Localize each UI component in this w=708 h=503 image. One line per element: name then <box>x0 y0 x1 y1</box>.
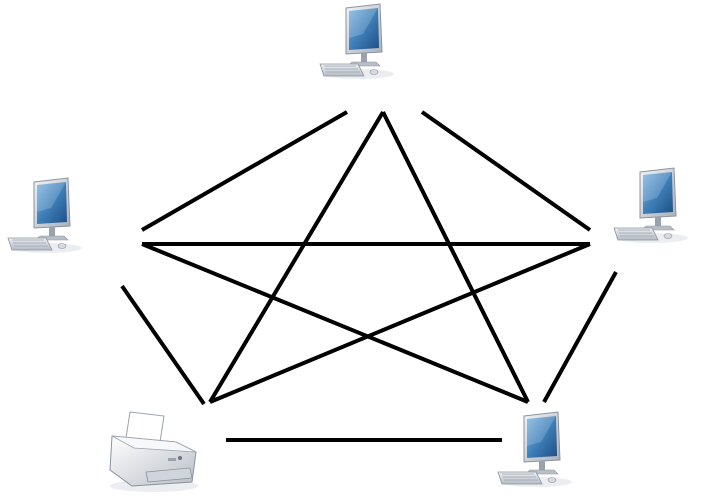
printer-bottom-left-printer-icon <box>110 412 198 492</box>
links-layer <box>122 112 616 440</box>
link-pc-right-to-pc-bottom-right <box>544 272 616 402</box>
link-pc-right-to-printer-bottom-left <box>210 244 590 402</box>
link-pc-top-to-pc-right <box>422 112 590 230</box>
link-pc-left-to-pc-bottom-right <box>142 244 528 402</box>
pc-bottom-right-computer-icon <box>498 412 572 487</box>
pc-top-computer-icon <box>320 4 394 79</box>
pc-right-computer-icon <box>614 168 688 243</box>
link-pc-top-to-pc-left <box>142 112 347 230</box>
pc-left-computer-icon <box>8 178 82 253</box>
link-pc-top-to-pc-bottom-right <box>383 112 528 402</box>
link-pc-top-to-printer-bottom-left <box>210 112 383 402</box>
nodes-layer <box>8 4 688 492</box>
link-pc-left-to-printer-bottom-left <box>122 286 204 404</box>
